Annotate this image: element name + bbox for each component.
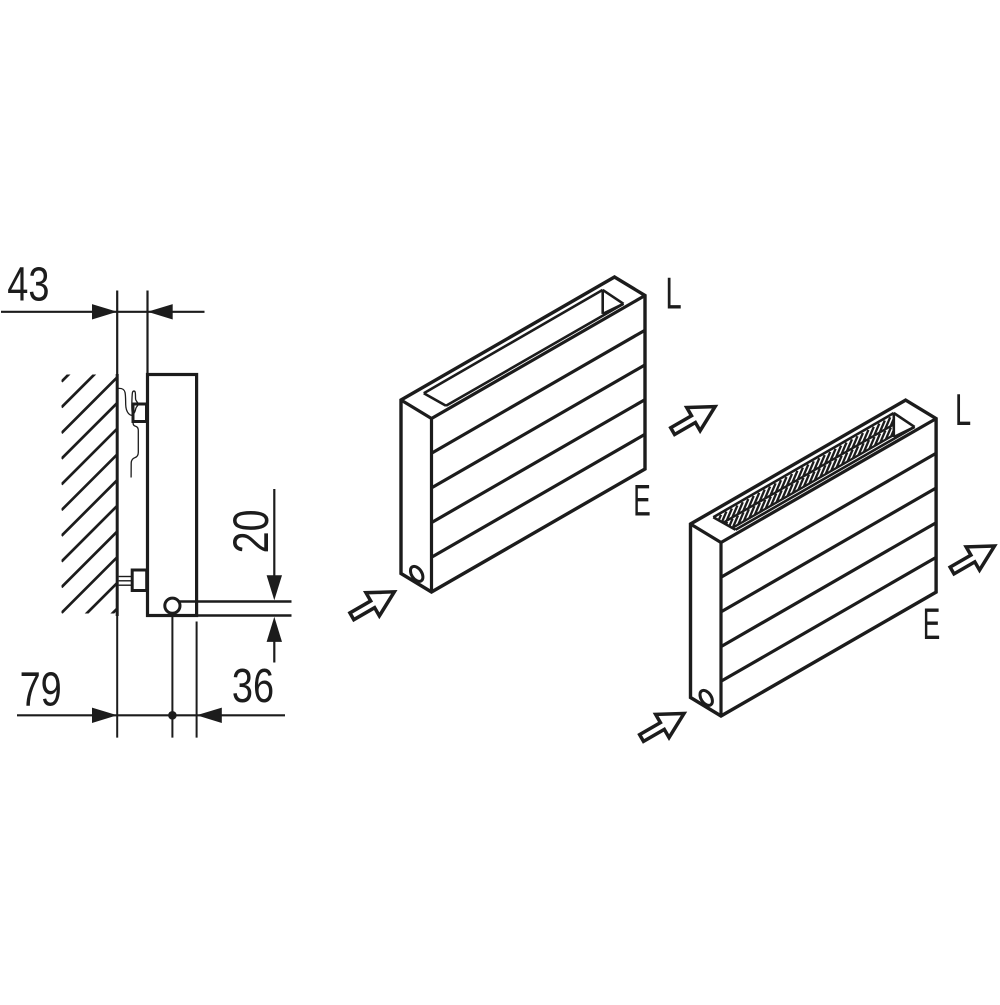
svg-text:L: L: [665, 268, 681, 318]
svg-text:E: E: [633, 475, 651, 525]
svg-text:20: 20: [223, 509, 280, 553]
svg-text:36: 36: [232, 660, 274, 713]
svg-text:E: E: [923, 599, 941, 649]
svg-text:79: 79: [20, 663, 62, 716]
svg-text:43: 43: [7, 258, 49, 311]
svg-text:L: L: [955, 385, 971, 435]
